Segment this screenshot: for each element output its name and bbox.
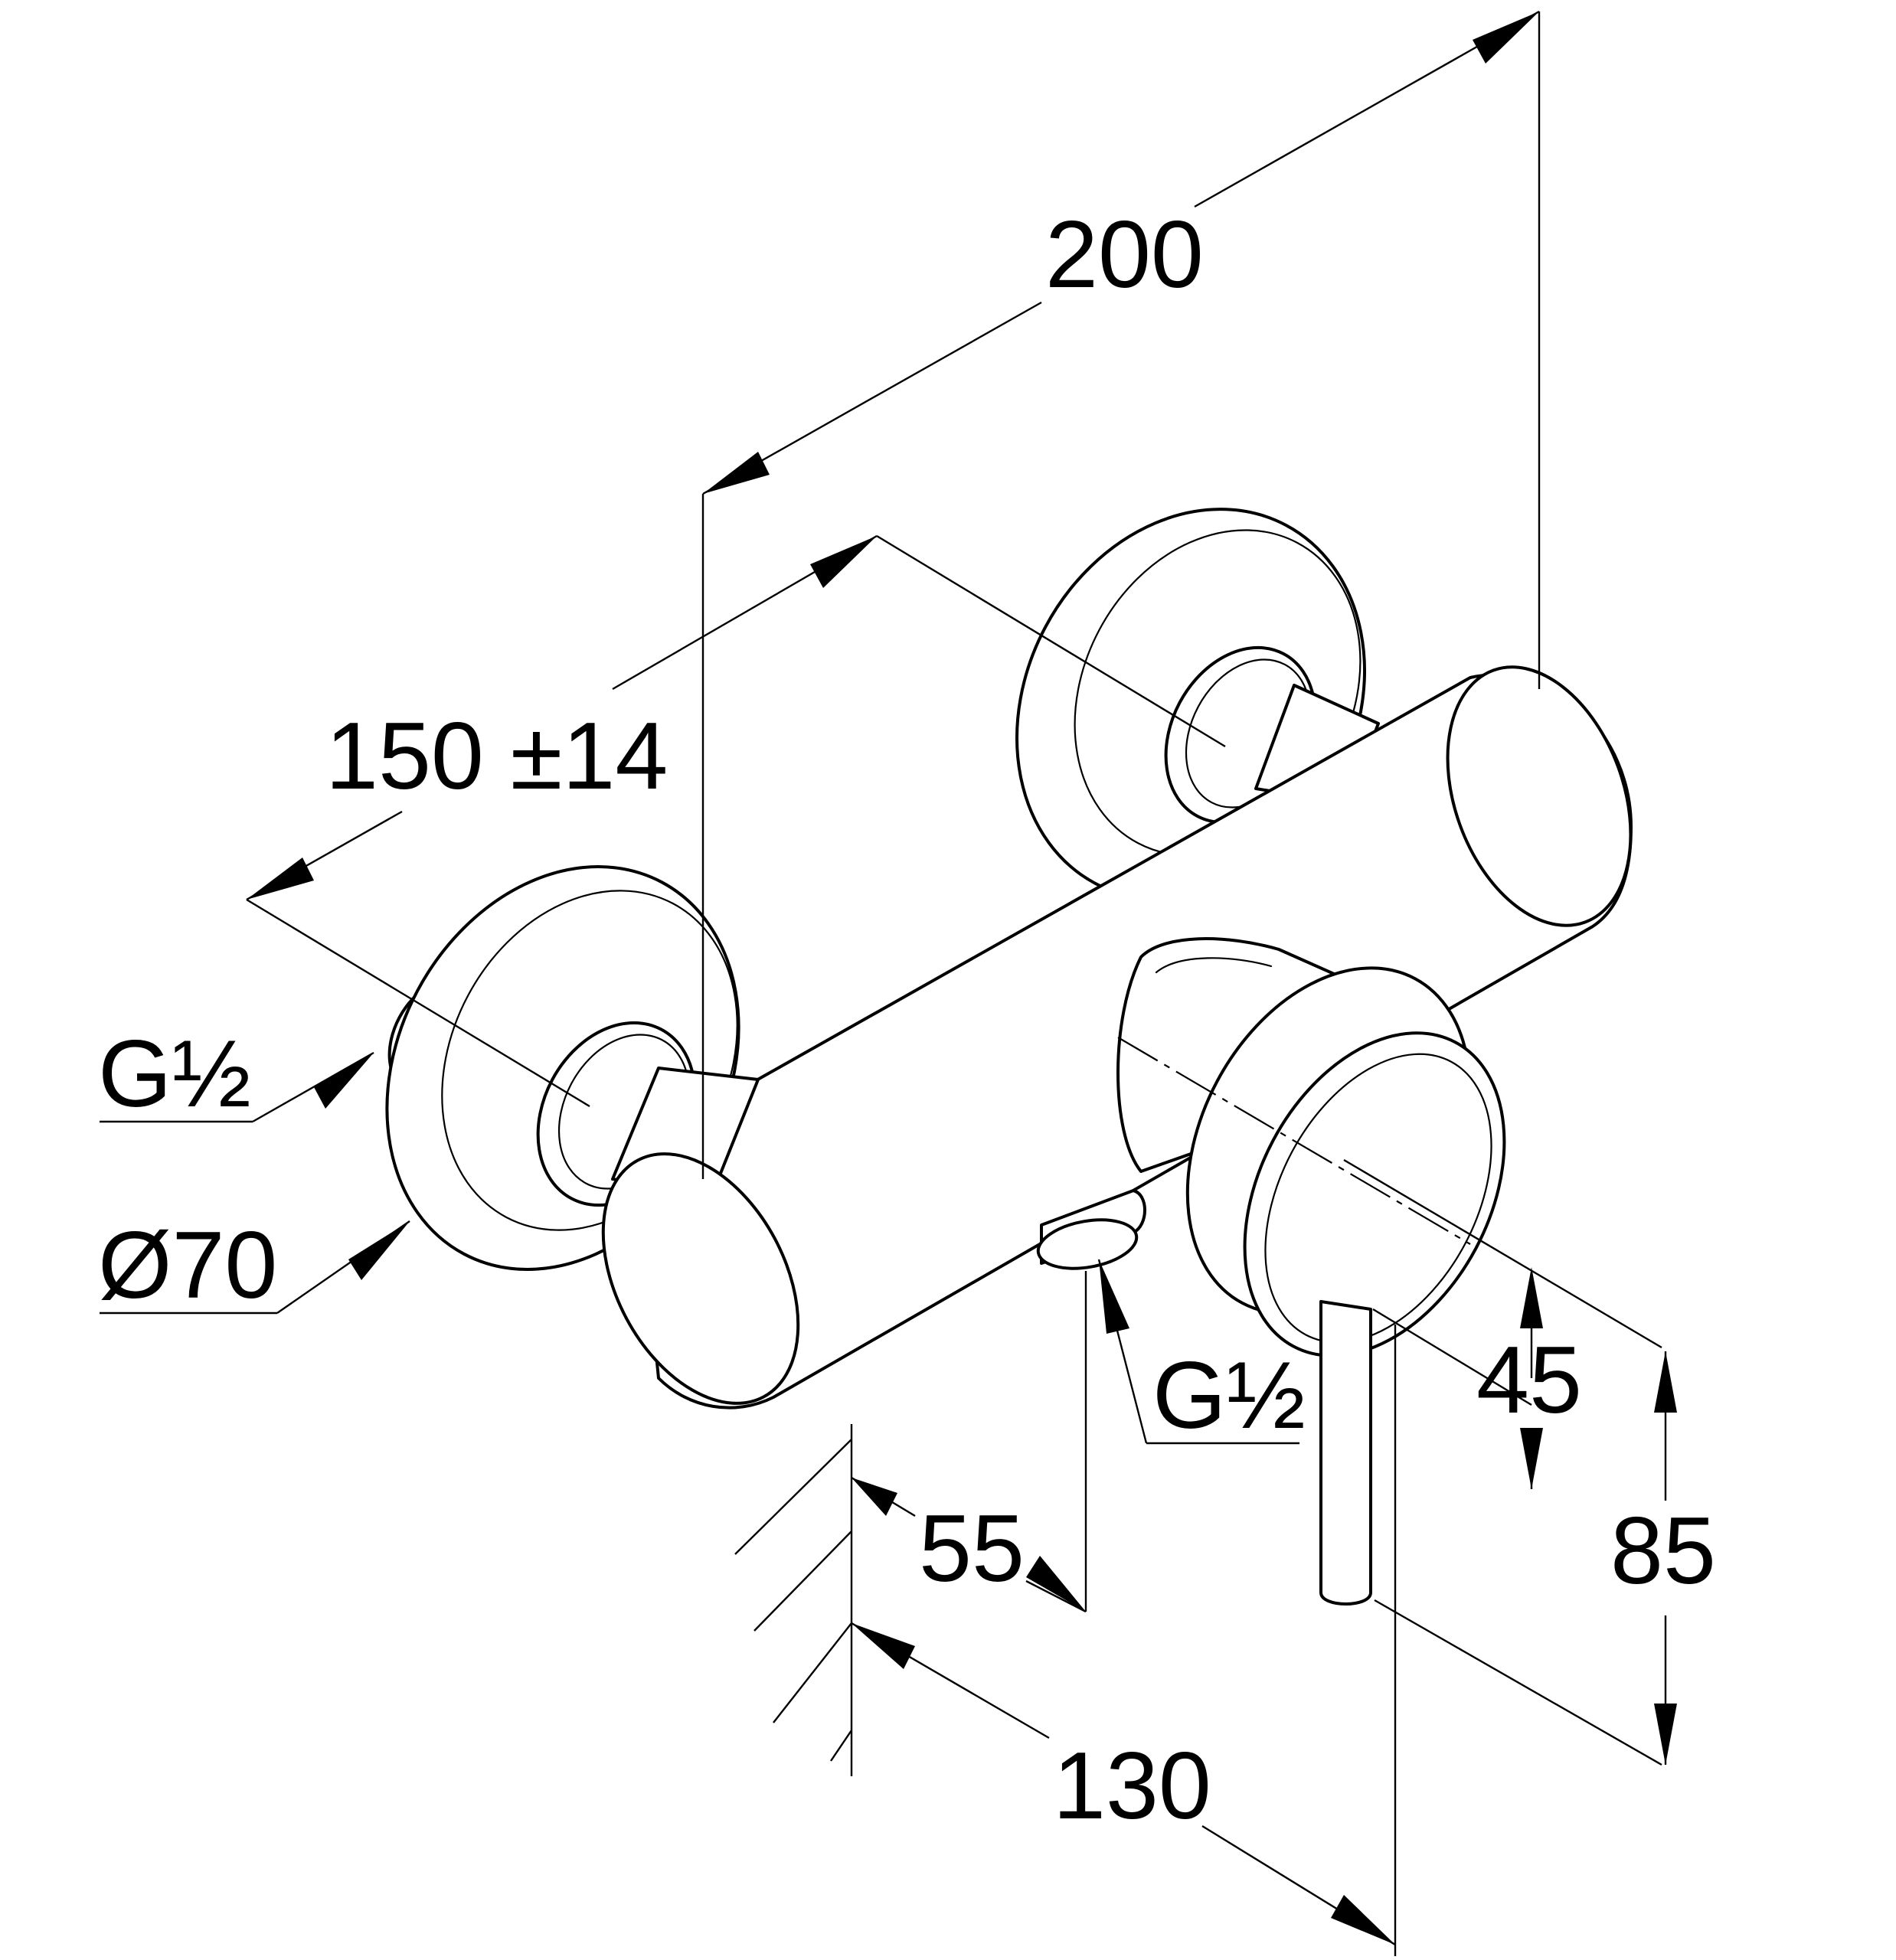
shower-outlet	[1036, 1189, 1146, 1270]
dim-55-label: 55	[919, 1496, 1025, 1602]
lever-handle	[1116, 937, 1506, 1606]
body-end-cap	[601, 1152, 800, 1405]
dim-outlet-thread-label: G½	[1152, 1343, 1306, 1449]
dim-200: 200	[701, 10, 1541, 1179]
dim-85-label: 85	[1610, 1498, 1716, 1604]
dim-150-label: 150 ±14	[325, 704, 668, 809]
dim-130: 130	[851, 1325, 1397, 1956]
dim-130-label: 130	[1053, 1733, 1211, 1839]
dim-escutcheon-diameter-label: Ø70	[98, 1213, 277, 1318]
dim-outlet-thread: G½	[1097, 1259, 1306, 1449]
dim-inlet-thread: G½	[98, 1021, 374, 1127]
wall-hatching	[734, 1424, 853, 1776]
dim-45-label: 45	[1476, 1328, 1582, 1433]
dim-55: 55	[851, 1271, 1087, 1613]
dim-200-label: 200	[1045, 202, 1204, 308]
dim-inlet-thread-label: G½	[98, 1021, 251, 1127]
dim-85: 85	[1374, 1351, 1716, 1766]
dim-150: 150 ±14	[246, 534, 1226, 1108]
dim-escutcheon-diameter: Ø70	[98, 1213, 410, 1318]
dim-45: 45	[1343, 1158, 1662, 1489]
